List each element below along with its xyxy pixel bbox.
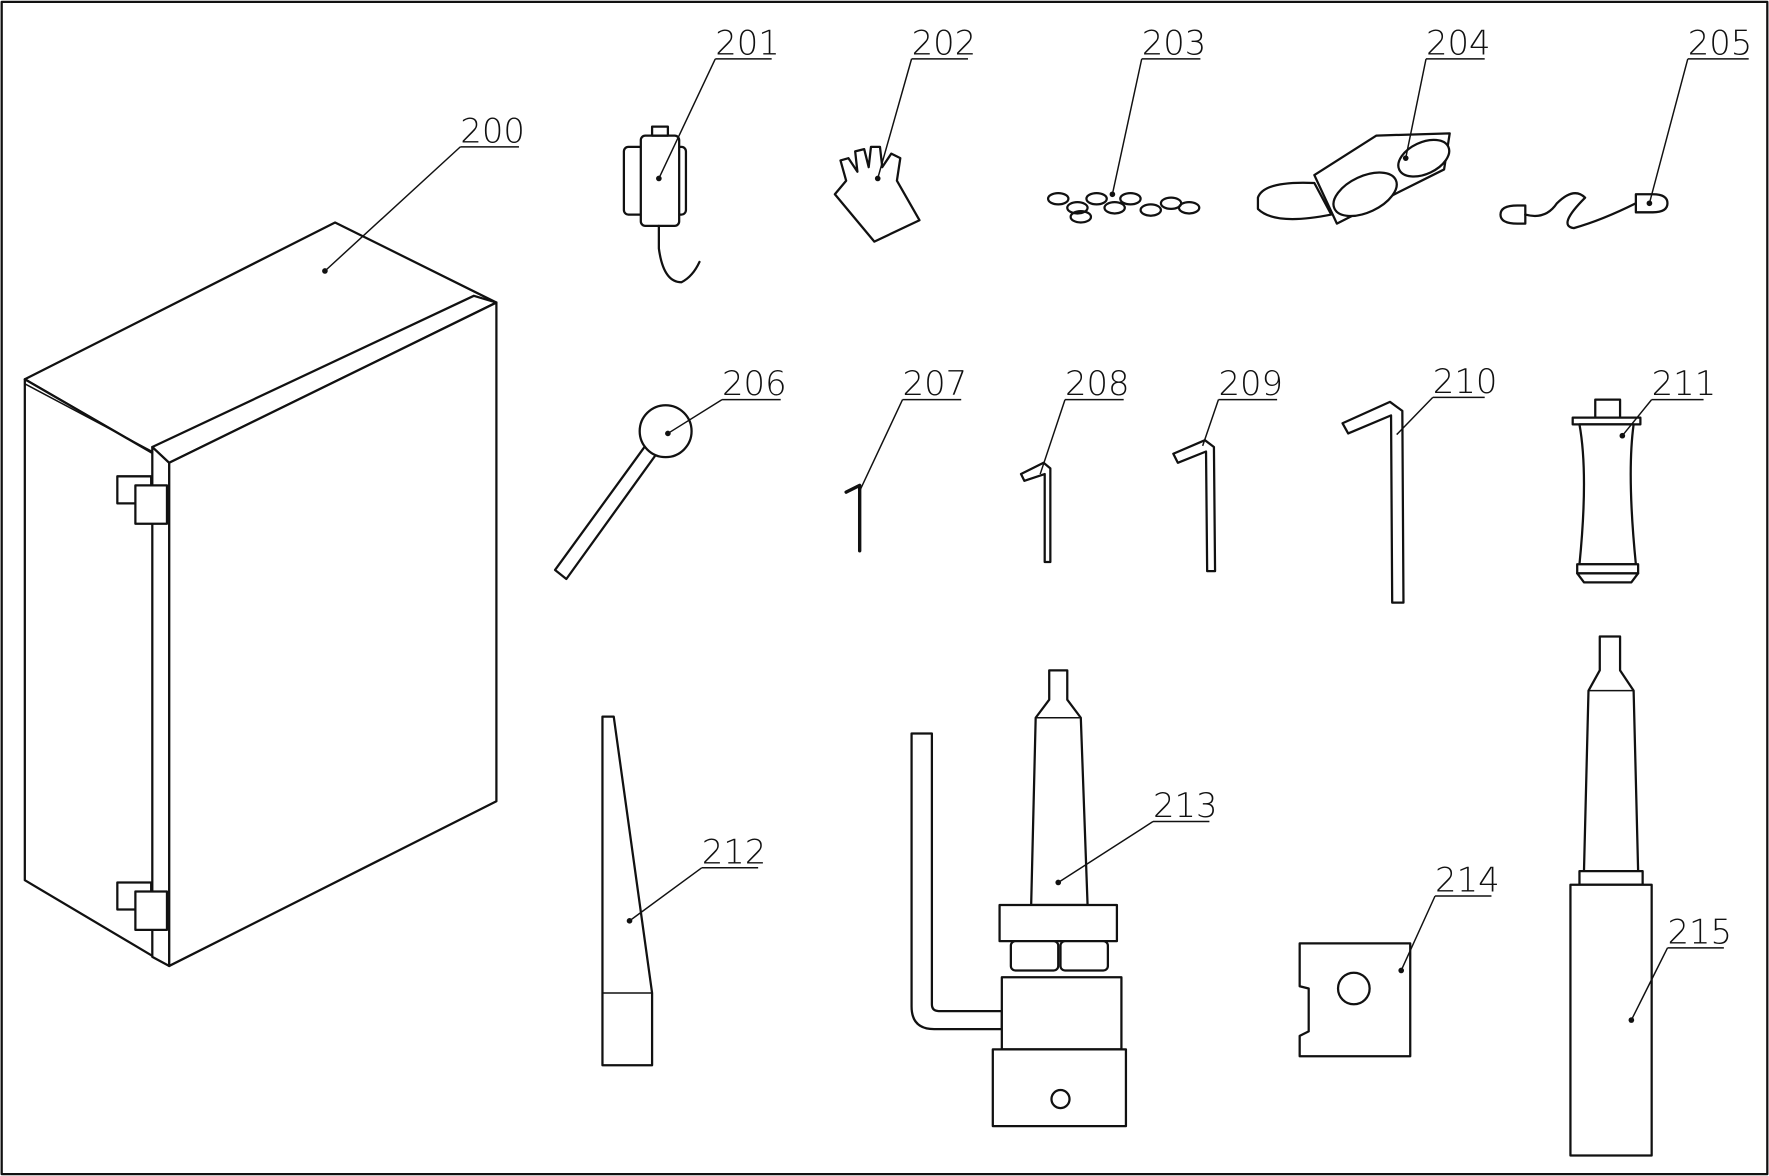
- label-215: 215: [1667, 912, 1732, 951]
- part-211-handle: 211: [1571, 364, 1717, 584]
- label-206: 206: [722, 364, 787, 403]
- label-209: 209: [1218, 364, 1283, 403]
- label-214: 214: [1435, 860, 1500, 899]
- hex-key-208: 208: [1019, 364, 1130, 564]
- part-201: 201: [622, 23, 780, 284]
- part-212-wedge: 212: [601, 715, 767, 1067]
- label-210: 210: [1433, 362, 1498, 401]
- label-200: 200: [460, 111, 525, 150]
- label-211: 211: [1652, 364, 1717, 403]
- label-204: 204: [1426, 23, 1491, 62]
- label-202: 202: [912, 23, 977, 62]
- part-206: 206: [553, 364, 787, 581]
- hex-key-209: 209: [1172, 364, 1283, 573]
- part-202-glove: 202: [833, 23, 977, 243]
- label-207: 207: [903, 364, 968, 403]
- cabinet-200: 200: [23, 111, 525, 968]
- label-212: 212: [702, 832, 767, 871]
- part-204-goggles: 204: [1256, 23, 1491, 225]
- label-203: 203: [1142, 23, 1207, 62]
- label-213: 213: [1153, 786, 1218, 825]
- label-205: 205: [1688, 23, 1753, 62]
- part-215: 215: [1569, 635, 1732, 1157]
- part-205-earplugs: 205: [1499, 23, 1753, 230]
- hex-key-207: 207: [844, 364, 968, 553]
- label-208: 208: [1065, 364, 1130, 403]
- part-213-tool: 213: [910, 669, 1218, 1128]
- part-203-chain: 203: [1046, 23, 1207, 224]
- label-201: 201: [715, 23, 780, 62]
- part-214-plate: 214: [1298, 860, 1500, 1058]
- hex-key-210: 210: [1341, 362, 1498, 604]
